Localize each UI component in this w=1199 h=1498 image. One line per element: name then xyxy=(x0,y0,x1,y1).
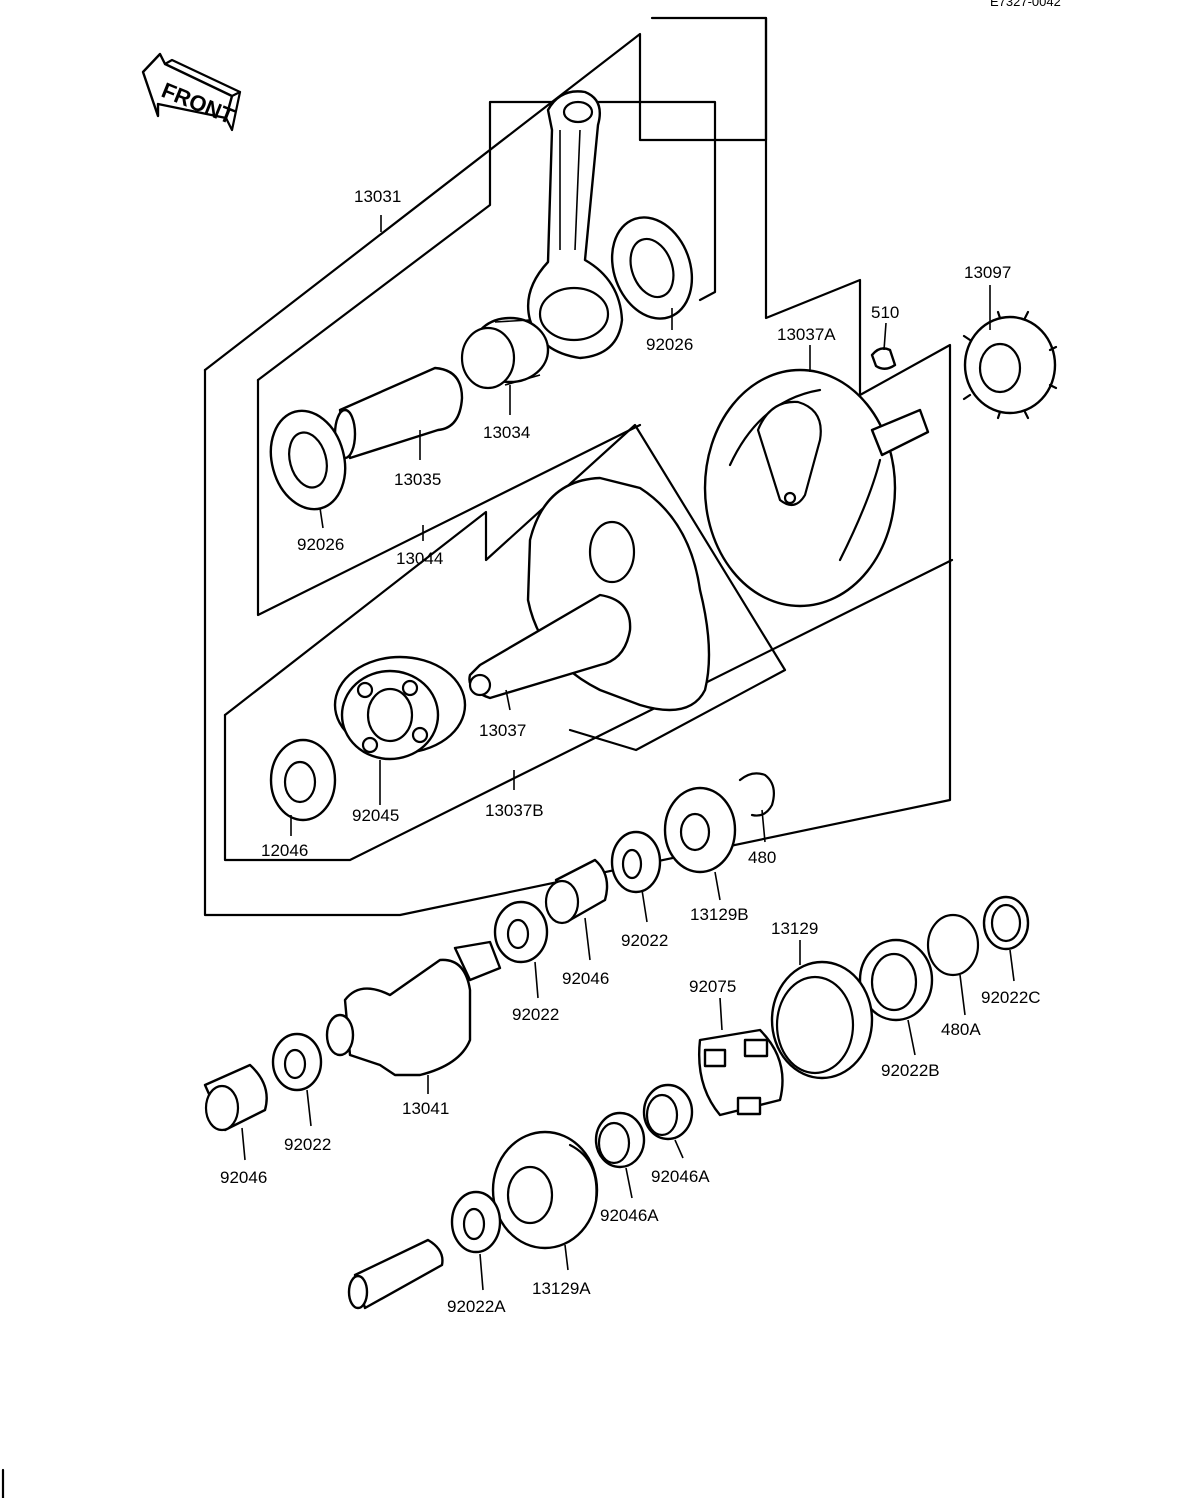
damper-92075 xyxy=(698,1028,784,1117)
crank-pin-13035 xyxy=(333,366,464,460)
label-13035: 13035 xyxy=(394,470,441,489)
label-92022B: 92022B xyxy=(881,1061,940,1080)
label-13037: 13037 xyxy=(479,721,526,740)
front-arrow-icon: FRONT xyxy=(141,52,242,132)
washer-92022-a xyxy=(610,830,662,894)
washer-92022A xyxy=(450,1190,502,1254)
label-13129A: 13129A xyxy=(532,1279,591,1298)
shaft-pin xyxy=(347,1238,444,1310)
label-13034: 13034 xyxy=(483,423,530,442)
crank-web-13037 xyxy=(468,476,711,712)
gear-13097 xyxy=(962,310,1058,420)
label-92022-c: 92022 xyxy=(284,1135,331,1154)
label-92046A-upper: 92046A xyxy=(651,1167,710,1186)
label-13041: 13041 xyxy=(402,1099,449,1118)
label-92022-b: 92022 xyxy=(512,1005,559,1024)
gear-13129B xyxy=(663,786,737,874)
label-92022C: 92022C xyxy=(981,988,1041,1007)
label-12046: 12046 xyxy=(261,841,308,860)
needle-bearing-92046A-lower xyxy=(594,1111,646,1169)
ball-bearing-92045 xyxy=(333,655,467,761)
needle-bearing-13034 xyxy=(460,316,550,390)
label-92046-left: 92046 xyxy=(220,1168,267,1187)
flywheel-13037A xyxy=(703,368,930,608)
label-92075: 92075 xyxy=(689,977,736,996)
washer-92022C xyxy=(982,895,1030,951)
label-13037A: 13037A xyxy=(777,325,836,344)
part-labels: 13031 92026 13034 13035 92026 13044 1309… xyxy=(220,187,1041,1316)
needle-bearing-92046-left xyxy=(203,1063,268,1132)
connecting-rod xyxy=(526,90,624,360)
label-480: 480 xyxy=(748,848,776,867)
label-92026-upper: 92026 xyxy=(646,335,693,354)
balancer-shaft-13041 xyxy=(325,940,502,1077)
label-13031: 13031 xyxy=(354,187,401,206)
thrust-washer-92026-lower xyxy=(269,409,347,511)
label-13097: 13097 xyxy=(964,263,1011,282)
key-510 xyxy=(870,347,897,370)
washer-92022-c xyxy=(271,1032,323,1092)
circlip-480A xyxy=(926,913,980,977)
document-code: E7327-0042 xyxy=(990,0,1061,9)
label-92046-mid: 92046 xyxy=(562,969,609,988)
label-92045: 92045 xyxy=(352,806,399,825)
label-480A: 480A xyxy=(941,1020,981,1039)
label-92022A: 92022A xyxy=(447,1297,506,1316)
label-510: 510 xyxy=(871,303,899,322)
group-outlines xyxy=(203,16,954,917)
label-13044: 13044 xyxy=(396,549,443,568)
gear-13129 xyxy=(770,960,874,1080)
label-13037B: 13037B xyxy=(485,801,544,820)
gear-13129A xyxy=(491,1130,599,1250)
gear-12046 xyxy=(269,738,337,822)
leader-lines xyxy=(241,215,1015,1291)
washer-92022B xyxy=(858,938,934,1022)
label-92046A-lower: 92046A xyxy=(600,1206,659,1225)
label-92022-a: 92022 xyxy=(621,931,668,950)
needle-bearing-92046A-upper xyxy=(642,1083,694,1141)
label-13129B: 13129B xyxy=(690,905,749,924)
needle-bearing-92046-mid xyxy=(544,858,609,925)
circlip-480 xyxy=(738,772,775,817)
label-13129: 13129 xyxy=(771,919,818,938)
washer-92022-b xyxy=(493,900,549,964)
label-92026-lower: 92026 xyxy=(297,535,344,554)
thrust-washer-92026-upper xyxy=(610,216,694,320)
